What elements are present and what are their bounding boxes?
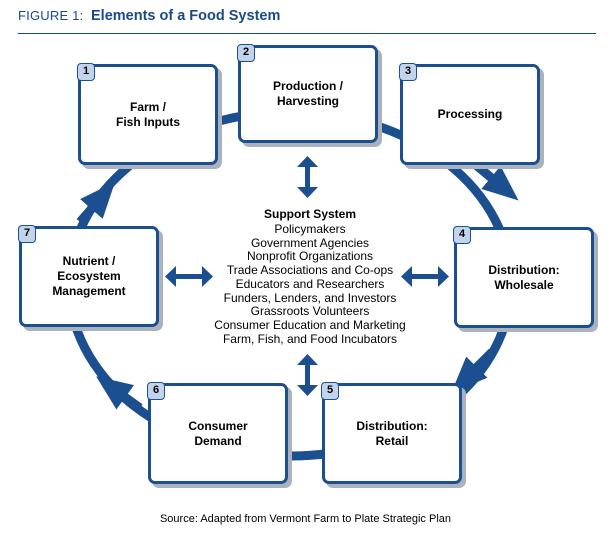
support-item: Government Agencies xyxy=(250,235,370,250)
support-item: Trade Associations and Co-ops xyxy=(226,263,394,278)
support-item: Farm, Fish, and Food Incubators xyxy=(222,331,398,346)
stage-number-badge: 4 xyxy=(453,226,471,244)
stage-label: Production / Harvesting xyxy=(273,79,343,108)
figure-title: Elements of a Food System xyxy=(91,8,281,24)
support-item: Funders, Lenders, and Investors xyxy=(223,290,397,305)
stage-number-badge: 6 xyxy=(147,382,165,400)
header-rule xyxy=(18,33,596,34)
double-arrow-left xyxy=(165,266,213,287)
stage-box-distribution-wholesale: 4 Distribution: Wholesale xyxy=(453,226,594,328)
double-arrow-bottom xyxy=(297,354,318,396)
double-arrow-right xyxy=(401,266,449,287)
support-item: Nonprofit Organizations xyxy=(246,249,374,264)
figure-label: FIGURE 1: xyxy=(18,8,84,23)
stage-label: Farm / Fish Inputs xyxy=(116,99,180,129)
stage-label: Processing xyxy=(437,107,503,121)
stage-number-badge: 2 xyxy=(237,44,255,62)
stage-label: Consumer Demand xyxy=(188,418,248,448)
double-arrow-top xyxy=(297,156,318,198)
support-system-heading: Support System xyxy=(263,207,356,221)
cycle-arrow-wholesale-to-retail xyxy=(451,348,496,393)
stage-number-badge: 3 xyxy=(399,63,417,81)
source-caption: Source: Adapted from Vermont Farm to Pla… xyxy=(159,513,452,525)
support-item: Policymakers xyxy=(274,222,346,236)
figure-header: FIGURE 1: Elements of a Food System xyxy=(18,8,280,24)
cycle-arrow-nutrient-to-farm xyxy=(76,181,116,225)
support-item: Educators and Researchers xyxy=(235,276,385,291)
support-item: Consumer Education and Marketing xyxy=(214,317,406,332)
stage-box-production-harvesting: 2 Production / Harvesting xyxy=(237,44,378,143)
stage-box-nutrient-ecosystem-management: 7 Nutrient / Ecosystem Management xyxy=(18,225,159,327)
support-item: Grassroots Volunteers xyxy=(250,304,370,319)
cycle-arrow-consumer-to-nutrient xyxy=(96,376,143,412)
stage-number-badge: 5 xyxy=(321,382,339,400)
stage-box-farm-fish-inputs: 1 Farm / Fish Inputs xyxy=(77,63,218,165)
stage-label: Distribution: Retail xyxy=(356,418,428,448)
stage-number-badge: 1 xyxy=(77,63,95,81)
stage-box-consumer-demand: 6 Consumer Demand xyxy=(147,382,288,484)
stage-label: Distribution: Wholesale xyxy=(488,262,560,292)
stage-label: Nutrient / Ecosystem Management xyxy=(52,254,126,298)
stage-number-badge: 7 xyxy=(18,225,36,243)
stage-box-processing: 3 Processing xyxy=(399,63,540,165)
support-system: Support System Policymakers Government A… xyxy=(200,207,420,346)
stage-box-distribution-retail: 5 Distribution: Retail xyxy=(321,382,462,484)
